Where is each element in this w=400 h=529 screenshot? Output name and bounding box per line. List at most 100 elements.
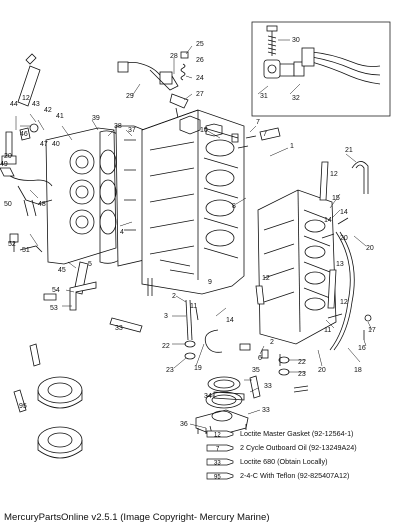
lower-seal-housing (195, 376, 249, 437)
callout-53: 53 (50, 305, 58, 312)
callout-10: 10 (200, 127, 208, 134)
sealant-tube-icon: 7 (206, 444, 234, 453)
harness-part (301, 47, 381, 85)
callout-48: 48 (38, 201, 46, 208)
callout-52: 52 (8, 241, 16, 248)
callout-7: 7 (256, 119, 260, 126)
sensor-part (263, 59, 305, 79)
callout-54: 54 (52, 287, 60, 294)
callout-20d: 20 (4, 153, 12, 160)
legend-label: Loctite 680 (Obtain Locally) (240, 457, 328, 466)
left-fittings (0, 123, 53, 253)
small-parts (184, 314, 372, 434)
legend-label: Loctite Master Gasket (92-12564-1) (240, 429, 354, 438)
callout-23a: 23 (166, 367, 174, 374)
screw-part (266, 25, 278, 56)
legend-row: 33 Loctite 680 (Obtain Locally) (204, 456, 400, 470)
top-center-parts (117, 51, 189, 119)
callout-49: 49 (0, 161, 8, 168)
callout-8: 8 (232, 203, 236, 210)
callout-19: 19 (194, 365, 202, 372)
callout-14a: 14 (340, 209, 348, 216)
callout-20c: 20 (318, 367, 326, 374)
callout-15: 15 (332, 195, 340, 202)
callout-35: 35 (252, 367, 260, 374)
callout-33b: 33 (264, 383, 272, 390)
callout-43: 43 (32, 101, 40, 108)
svg-text:12: 12 (214, 433, 221, 439)
callout-39: 39 (92, 115, 100, 122)
callout-27: 27 (196, 91, 204, 98)
legend-label: 2 Cycle Outboard Oil (92-13249A24) (240, 443, 357, 452)
callout-28: 28 (170, 53, 178, 60)
tube-badges: 33 12 95 7 (19, 95, 267, 410)
tube-badge-33: 33 (115, 325, 123, 332)
tube-badge-7: 7 (263, 131, 267, 138)
callout-9: 9 (208, 279, 212, 286)
svg-text:7: 7 (216, 447, 220, 453)
callout-12c: 12 (340, 299, 348, 306)
callout-25: 25 (196, 41, 204, 48)
callout-51: 51 (22, 247, 30, 254)
callout-29: 29 (126, 93, 134, 100)
callout-45: 45 (58, 267, 66, 274)
callout-11a: 11 (190, 303, 197, 310)
inset-wiring-parts (251, 21, 391, 117)
callout-21: 21 (345, 147, 353, 154)
left-cover-plates (45, 125, 145, 267)
callout-47: 47 (40, 141, 48, 148)
callout-12a: 12 (330, 171, 338, 178)
sealant-tube-icon: 95 (206, 472, 234, 481)
callout-41: 41 (56, 113, 64, 120)
callout-4: 4 (120, 229, 124, 236)
callout-32: 32 (292, 95, 300, 102)
copyright-footer: MercuryPartsOnline v2.5.1 (Image Copyrig… (4, 512, 270, 523)
callout-44: 44 (10, 101, 18, 108)
svg-text:95: 95 (214, 475, 221, 481)
callout-12b: 12 (262, 275, 270, 282)
sealant-tube-icon: 33 (206, 458, 234, 467)
callout-1: 1 (290, 143, 294, 150)
callout-38: 38 (114, 123, 122, 130)
legend-label: 2-4-C With Teflon (92-825407A12) (240, 471, 350, 480)
callout-50: 50 (4, 201, 12, 208)
callout-22a: 22 (162, 343, 170, 350)
callout-30: 30 (292, 37, 300, 44)
sealant-tube-icon: 12 (206, 430, 234, 439)
brackets (43, 281, 97, 311)
callout-5: 5 (88, 261, 92, 268)
callout-33: 33 (262, 407, 270, 414)
bolts (147, 135, 349, 366)
callout-40: 40 (52, 141, 60, 148)
callout-20a: 20 (366, 245, 374, 252)
tube-badge-95: 95 (19, 403, 27, 410)
legend-row: 7 2 Cycle Outboard Oil (92-13249A24) (204, 442, 400, 456)
callout-36: 36 (180, 421, 188, 428)
callout-14b: 14 (324, 217, 332, 224)
callout-20b: 20 (340, 235, 348, 242)
callout-3: 3 (164, 313, 168, 320)
leader-lines (15, 39, 373, 429)
callout-2b: 2 (270, 339, 274, 346)
callout-23b: 23 (298, 371, 306, 378)
callout-13: 13 (336, 261, 344, 268)
legend-row: 95 2-4-C With Teflon (92-825407A12) (204, 470, 400, 484)
callout-11b: 11 (324, 327, 331, 334)
crankcase-cover (257, 189, 337, 345)
callout-18: 18 (354, 367, 362, 374)
callout-22b: 22 (298, 359, 306, 366)
callout-14c: 14 (226, 317, 234, 324)
svg-text:33: 33 (214, 461, 221, 467)
callout-numbers: 30 31 32 25 28 26 24 27 29 10 7 1 21 15 … (0, 37, 376, 428)
callout-16: 16 (358, 345, 366, 352)
seal-bearings (37, 376, 83, 459)
callout-42: 42 (44, 107, 52, 114)
callout-26: 26 (196, 57, 204, 64)
callout-17: 17 (368, 327, 376, 334)
callout-37: 37 (128, 127, 136, 134)
callout-2a: 2 (172, 293, 176, 300)
tube-badge-12: 12 (22, 95, 30, 102)
legend-row: 12 Loctite Master Gasket (92-12564-1) (204, 428, 400, 442)
hoses (329, 161, 369, 351)
